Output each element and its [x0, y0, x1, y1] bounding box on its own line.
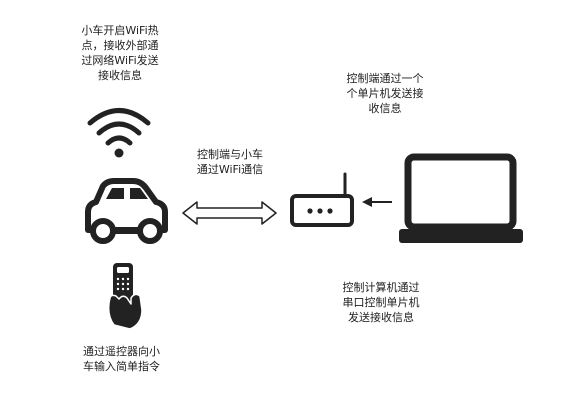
control-wifi-communication-label: 控制端与小车 通过WiFi通信: [196, 148, 264, 176]
laptop-icon: [399, 153, 523, 243]
arrow-left-icon: [362, 197, 392, 207]
router-icon: [290, 172, 354, 227]
wifi-icon: [87, 108, 151, 158]
remote-input-label: 通过遥控器向小 车输入简单指令: [83, 345, 160, 373]
car-wifi-hotspot-label: 小车开启WiFi热 点，接收外部通 过网络WiFi发送 接收信息: [81, 24, 159, 82]
pc-serial-control-label: 控制计算机通过 串口控制单片机 发送接收信息: [342, 281, 420, 324]
controller-mcu-label: 控制端通过一个 个单片机发送接 收信息: [346, 72, 424, 115]
remote-control-icon: [107, 263, 143, 330]
car-icon: [85, 178, 168, 244]
double-arrow-icon: [182, 201, 277, 225]
